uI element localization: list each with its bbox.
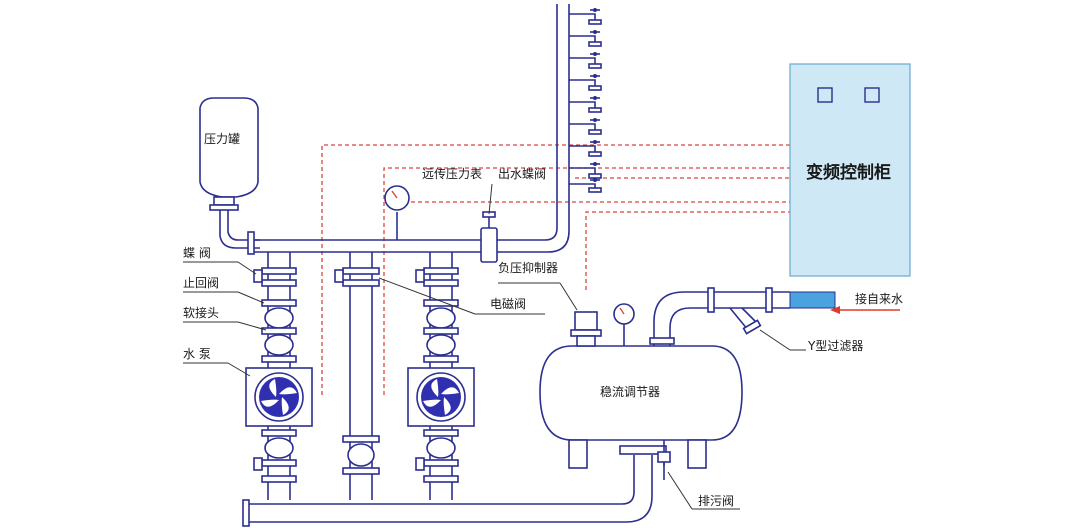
pump-impeller-icon bbox=[421, 377, 461, 417]
drain-valve bbox=[657, 440, 671, 480]
pressure-tank-label: 压力罐 bbox=[204, 132, 240, 146]
pump-impeller-icon bbox=[259, 377, 299, 417]
control-cabinet-label: 变频控制柜 bbox=[806, 162, 891, 183]
stabilizer-tank: 稳流调节器 负压抑制器 排污阀 bbox=[498, 260, 743, 510]
outlet-8 bbox=[569, 162, 602, 179]
cabinet-window-left bbox=[817, 87, 833, 103]
stabilizer-tank-label: 稳流调节器 bbox=[600, 384, 660, 399]
drain-valve-label: 排污阀 bbox=[698, 494, 734, 508]
pump-column-1 bbox=[245, 252, 313, 500]
outlet-6 bbox=[569, 118, 602, 135]
outlet-1 bbox=[569, 8, 602, 25]
left-labels: 蝶 阀 止回阀 软接头 水 泵 bbox=[183, 245, 267, 377]
outlet-2 bbox=[569, 30, 602, 47]
signal-lines bbox=[321, 144, 790, 395]
check-valve-label: 止回阀 bbox=[183, 276, 219, 290]
outlet-5 bbox=[569, 96, 602, 113]
solenoid-valve-label: 电磁阀 bbox=[490, 296, 526, 311]
y-strainer-label: Y型过滤器 bbox=[807, 339, 863, 353]
soft-joint-label: 软接头 bbox=[183, 305, 219, 320]
outlet-3 bbox=[569, 52, 602, 69]
negative-pressure-label: 负压抑制器 bbox=[498, 260, 558, 275]
outlet-valve-label: 出水蝶阀 bbox=[498, 166, 546, 181]
top-header-pipe bbox=[247, 4, 602, 263]
outlet-butterfly-valve bbox=[480, 211, 498, 263]
pressure-tank: 压力罐 bbox=[199, 97, 260, 249]
remote-gauge-label: 远传压力表 bbox=[422, 166, 482, 181]
bottom-inlet-header bbox=[242, 445, 667, 527]
negative-pressure-suppressor bbox=[570, 311, 602, 347]
outlet-7 bbox=[569, 140, 602, 157]
butterfly-valve-label: 蝶 阀 bbox=[183, 245, 211, 260]
water-pump-label: 水 泵 bbox=[183, 347, 211, 361]
remote-pressure-gauge: 远传压力表 出水蝶阀 bbox=[384, 166, 546, 240]
tap-water-inlet: 接自来水 Y型过滤器 bbox=[649, 287, 903, 353]
cabinet-window-right bbox=[864, 87, 880, 103]
tap-water-label: 接自来水 bbox=[855, 291, 903, 306]
pump-column-2 bbox=[407, 252, 475, 500]
control-cabinet: 变频控制柜 bbox=[789, 63, 911, 277]
riser-outlets bbox=[569, 8, 602, 193]
outlet-4 bbox=[569, 74, 602, 91]
bypass-column bbox=[334, 252, 380, 500]
outlet-9 bbox=[569, 178, 602, 193]
